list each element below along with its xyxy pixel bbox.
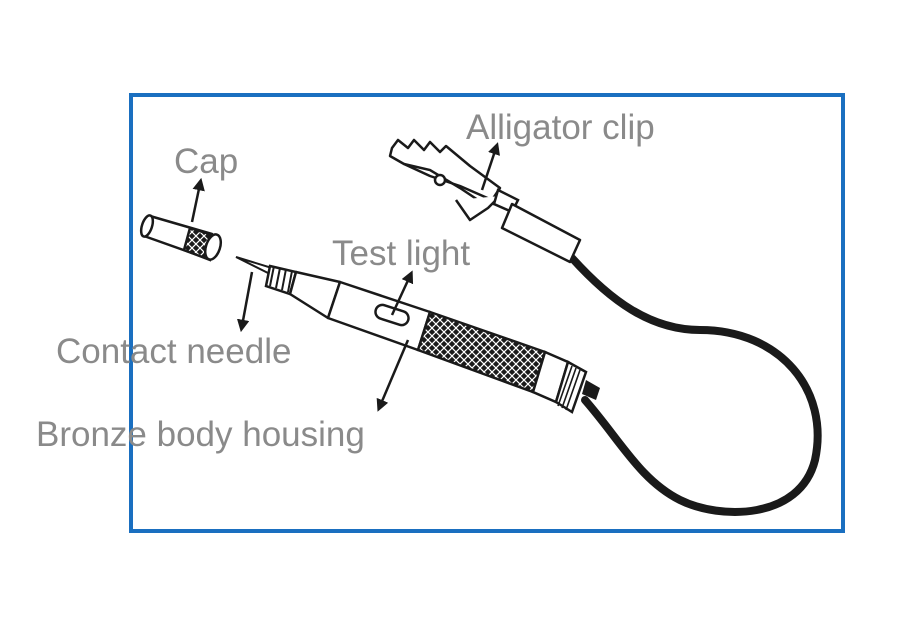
diagram-frame [129, 93, 845, 533]
cap [139, 214, 223, 262]
label-test-light: Test light [332, 234, 471, 273]
label-body-housing: Bronze body housing [36, 415, 365, 454]
label-cap: Cap [174, 142, 239, 181]
alligator-clip-arrow [480, 142, 500, 191]
test-light-arrow [390, 270, 414, 316]
label-contact-needle: Contact needle [56, 332, 292, 371]
cap-arrow [190, 177, 205, 223]
label-alligator-clip: Alligator clip [466, 108, 655, 147]
test-lead-cable [568, 254, 822, 516]
probe-body [264, 264, 600, 414]
body-housing-arrow [376, 339, 410, 412]
contact-needle [235, 256, 274, 276]
alligator-clip [388, 138, 582, 264]
contact-needle-arrow [236, 271, 254, 333]
